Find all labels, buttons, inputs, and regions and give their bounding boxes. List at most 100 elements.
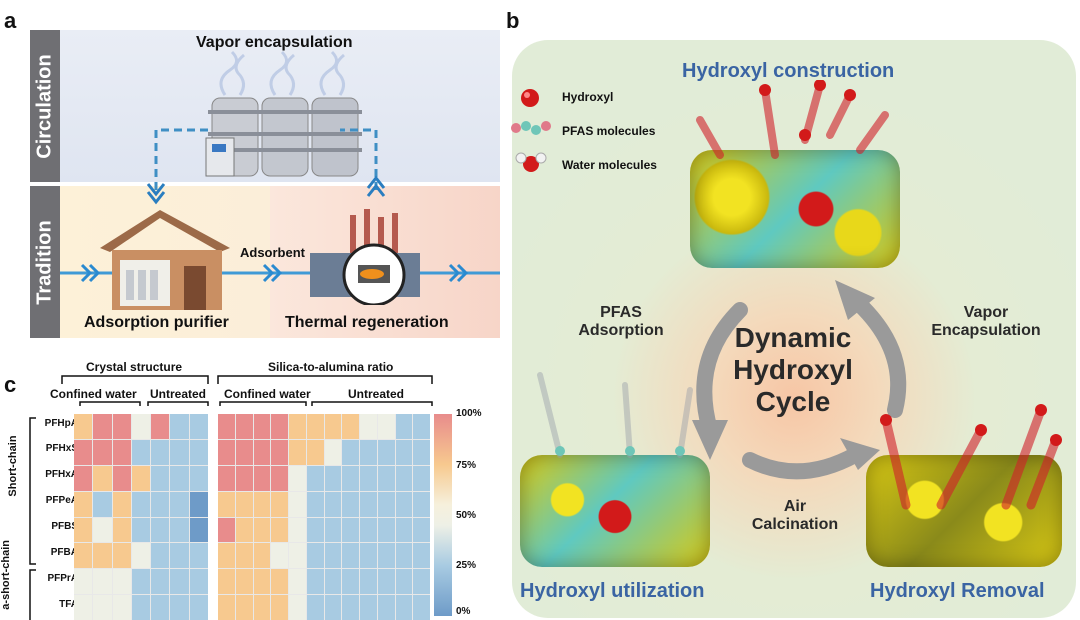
pfas-adsorption-label: PFAS Adsorption	[578, 304, 664, 339]
heatmap-cell	[170, 569, 189, 595]
heatmap-cell	[342, 517, 359, 543]
heatmap-cell	[289, 569, 306, 595]
circulation-dashed-loop	[146, 128, 386, 205]
panel-c-label: c	[4, 372, 17, 397]
colorbar	[434, 414, 452, 616]
heatmap-cell	[360, 465, 377, 491]
colorbar-tick-75: 75%	[456, 460, 477, 471]
heatmap-cell	[395, 414, 413, 439]
heatmap-cell	[74, 543, 93, 569]
heatmap-cell	[360, 543, 377, 569]
heatmap-cell	[289, 517, 306, 543]
adsorbent-label: Adsorbent	[240, 245, 305, 260]
legend-pfas: PFAS molecules	[562, 124, 656, 138]
heatmap-cell	[413, 517, 430, 543]
heatmap-cell	[151, 465, 170, 491]
heatmap-cell	[253, 595, 271, 620]
hydroxyl-streaks-right	[880, 404, 1062, 510]
heatmap-cell	[74, 517, 93, 543]
heatmap-cell	[342, 595, 359, 620]
heatmap-cell	[235, 439, 253, 465]
adsorption-purifier-label: Adsorption purifier	[84, 314, 229, 331]
heatmap-cell	[342, 543, 359, 569]
heatmap-cell	[170, 543, 189, 569]
heatmap-cell	[289, 491, 306, 517]
heatmap-cell	[151, 543, 170, 569]
heatmap-cell	[289, 543, 306, 569]
heatmap-cell	[235, 491, 253, 517]
vapor-encapsulation-title: Vapor encapsulation	[196, 34, 353, 51]
heatmap-cell	[131, 491, 151, 517]
heatmap-cell	[324, 465, 342, 491]
legend-water: Water molecules	[562, 158, 657, 172]
heatmap-cell	[377, 543, 395, 569]
confined-water-label-2: Confined water	[224, 387, 311, 401]
crystal-structure-header: Crystal structure	[86, 360, 183, 374]
heatmap-cell	[74, 569, 93, 595]
heatmap-cell	[131, 569, 151, 595]
colorbar-tick-50: 50%	[456, 510, 477, 521]
heatmap-cell	[253, 414, 271, 439]
heatmap-cell	[377, 465, 395, 491]
heatmap-cell	[189, 569, 208, 595]
row-label: TFA	[59, 599, 78, 610]
heatmap-cell	[395, 543, 413, 569]
heatmap-cell	[342, 465, 359, 491]
heatmap-cell	[377, 491, 395, 517]
heatmap-cell	[324, 439, 342, 465]
heatmap-cell	[377, 569, 395, 595]
heatmap-cell	[306, 439, 324, 465]
heatmap-cell	[413, 543, 430, 569]
heatmap-cell	[112, 414, 131, 439]
heatmap-cell	[377, 517, 395, 543]
heatmap-cell	[253, 465, 271, 491]
heatmap-cell	[131, 517, 151, 543]
heatmap-cell	[131, 465, 151, 491]
heatmap-cell	[112, 517, 131, 543]
heatmap-cell	[112, 491, 131, 517]
panel-c-brackets	[61, 375, 433, 406]
hydroxyl-construction-surface	[690, 150, 900, 268]
colorbar-tick-25: 25%	[456, 560, 477, 571]
heatmap-cell	[112, 595, 131, 620]
heatmap-cell	[324, 517, 342, 543]
heatmap-cell	[93, 439, 112, 465]
heatmap-cell	[151, 414, 170, 439]
heatmap-cell	[74, 439, 93, 465]
heatmap-cell	[93, 517, 112, 543]
heatmap-cell	[218, 439, 235, 465]
heatmap-cell	[413, 595, 430, 620]
hydroxyl-utilization-title: Hydroxyl utilization	[520, 580, 705, 602]
house-illustration	[100, 210, 230, 310]
heatmap-cell	[324, 595, 342, 620]
heatmap-cell	[131, 543, 151, 569]
heatmap-cell	[342, 414, 359, 439]
hydroxyl-utilization-surface	[520, 455, 710, 567]
heatmap-cell	[271, 491, 288, 517]
heatmap-cell	[395, 465, 413, 491]
heatmap-cell	[93, 569, 112, 595]
row-label: PFHpA	[44, 418, 78, 429]
heatmap-cell	[360, 491, 377, 517]
heatmap-cell	[189, 595, 208, 620]
cycle-arrows	[692, 280, 907, 480]
heatmap-cell	[395, 517, 413, 543]
heatmap-cell	[306, 465, 324, 491]
heatmap-cell	[271, 465, 288, 491]
heatmap-cell	[170, 414, 189, 439]
heatmap-cell	[235, 414, 253, 439]
heatmap-cell	[271, 595, 288, 620]
heatmap-cell	[324, 491, 342, 517]
heatmap-cell	[218, 517, 235, 543]
heatmap-cell	[360, 517, 377, 543]
heatmap-cell	[74, 595, 93, 620]
heatmap-cell	[324, 569, 342, 595]
row-group-brackets	[29, 417, 36, 620]
heatmap-cell	[151, 595, 170, 620]
heatmap-cell	[170, 517, 189, 543]
thermal-regeneration-label: Thermal regeneration	[285, 314, 449, 331]
air-calcination-label: Air Calcination	[751, 498, 839, 533]
heatmap-cell	[112, 439, 131, 465]
colorbar-tick-0: 0%	[456, 606, 471, 617]
heatmap-cell	[218, 465, 235, 491]
